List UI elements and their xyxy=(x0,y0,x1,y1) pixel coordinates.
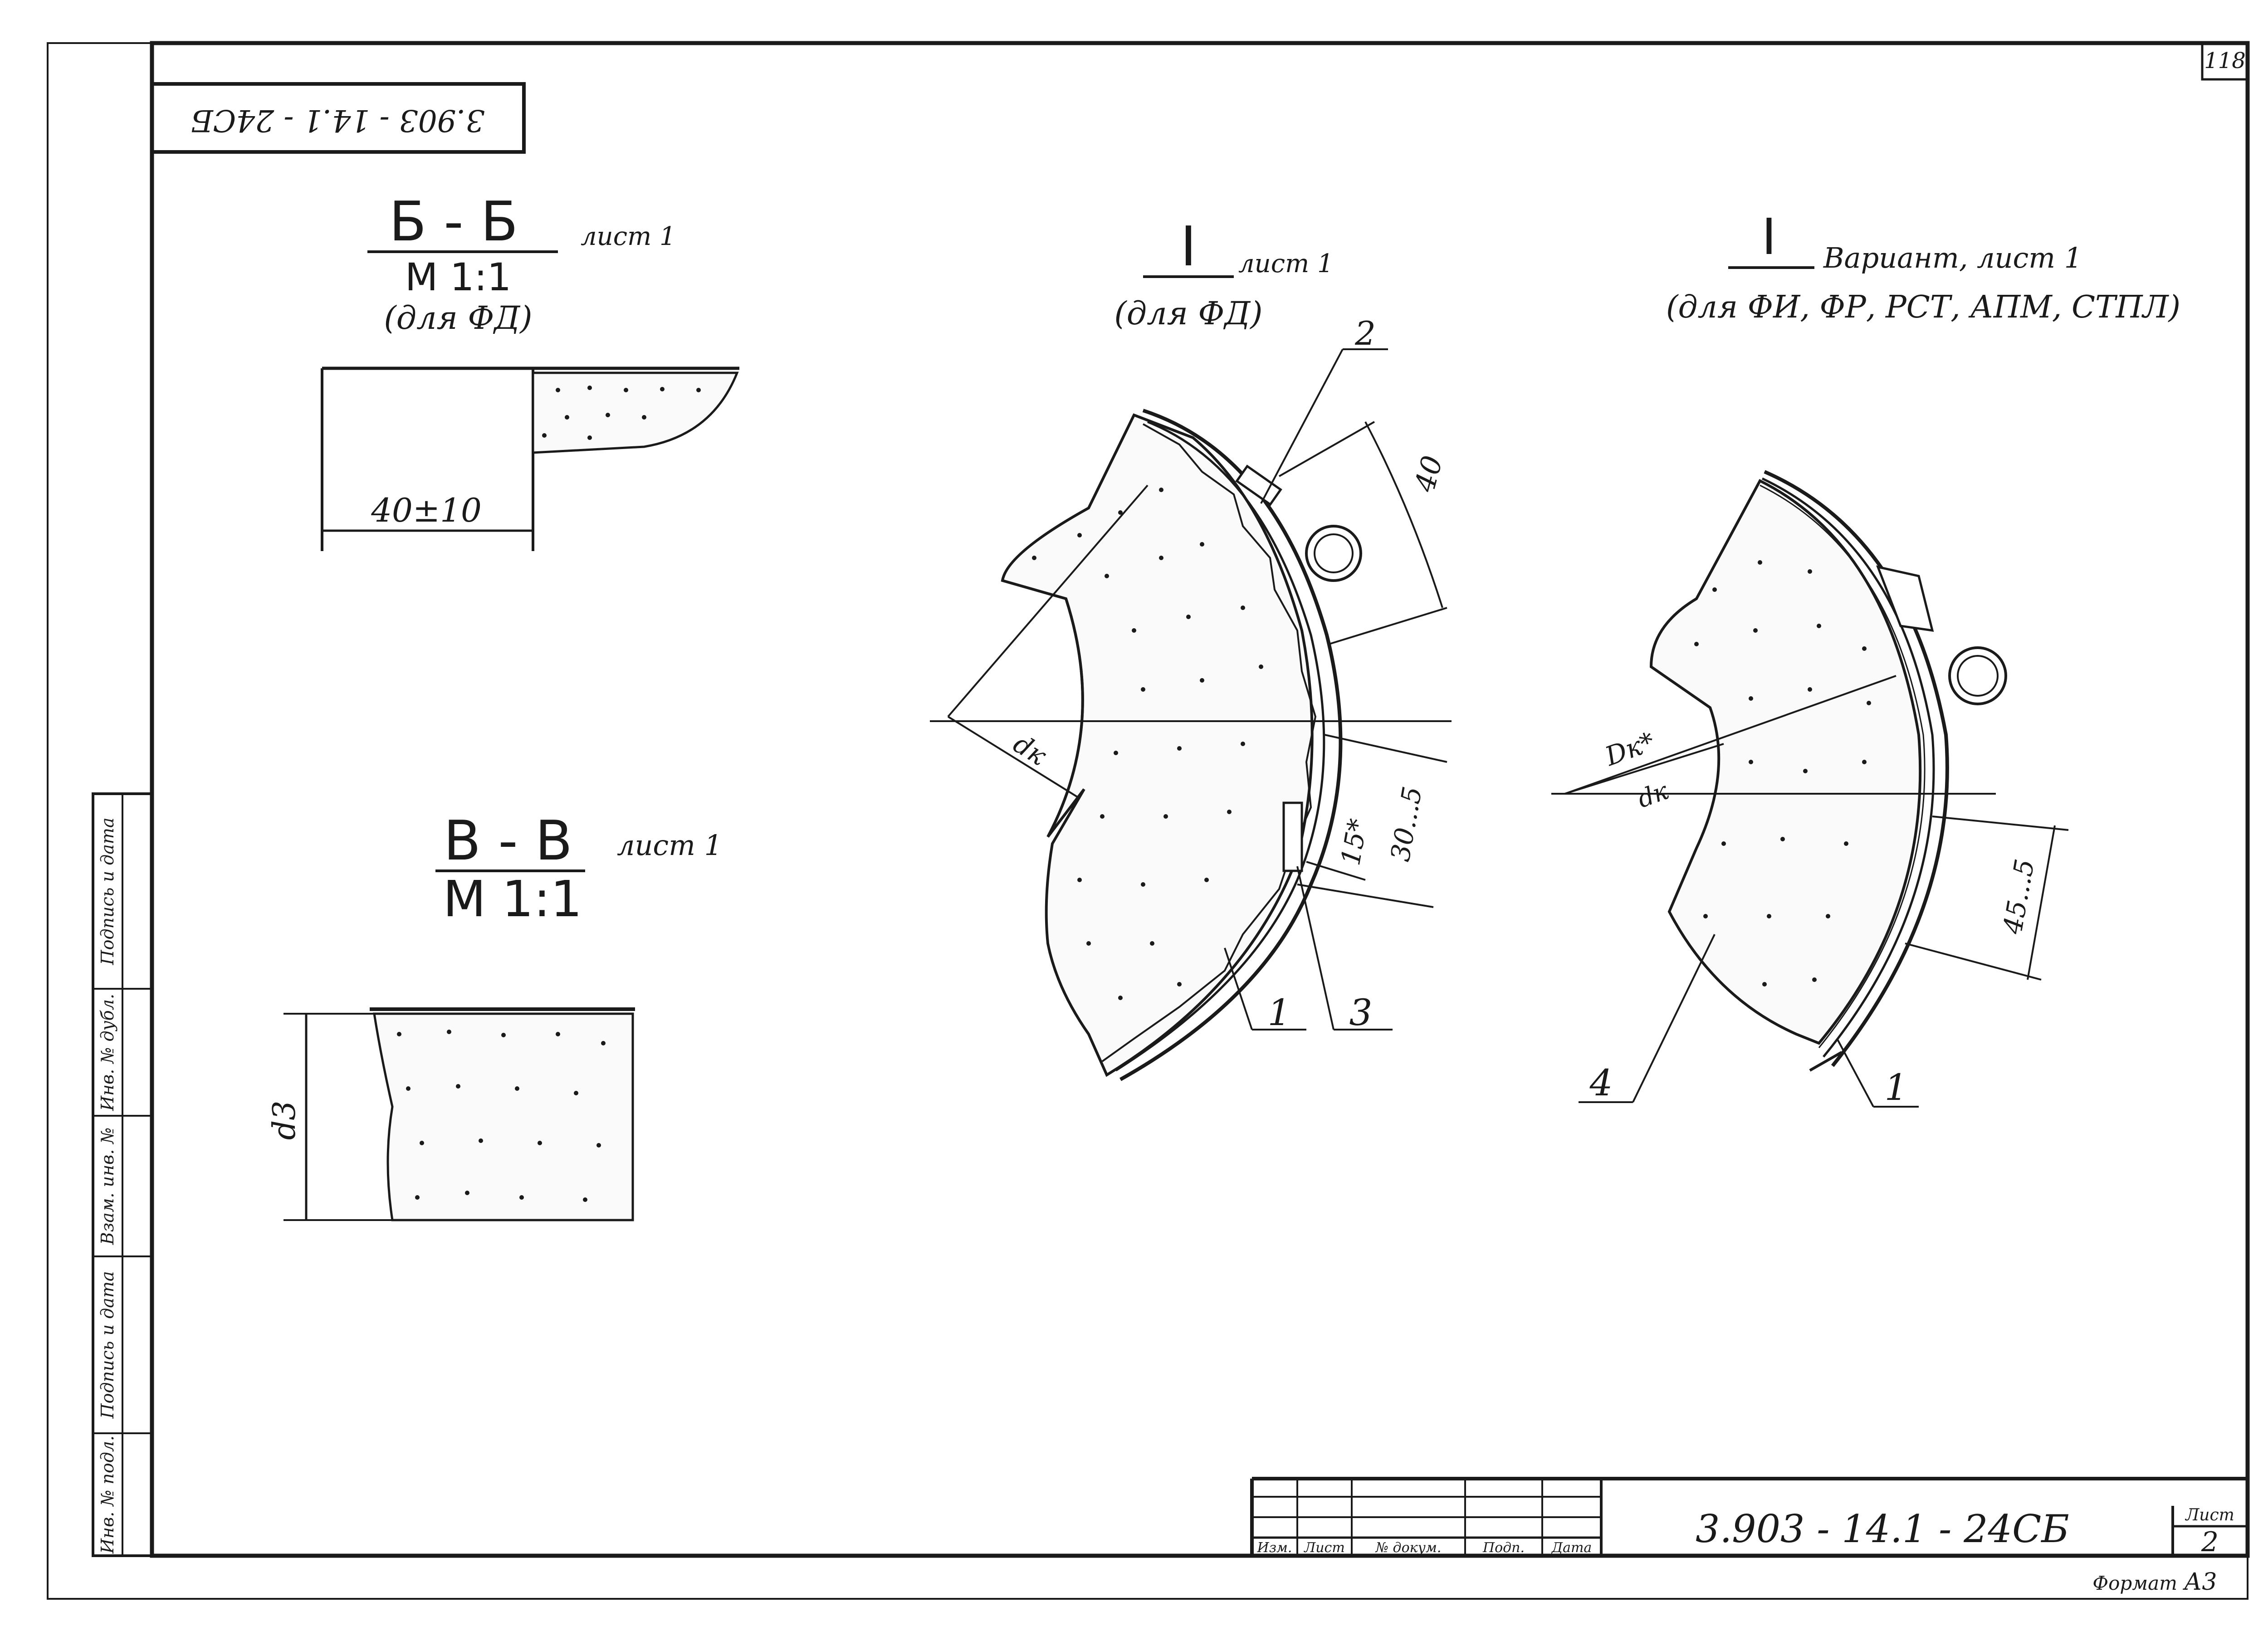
detail-i-fd: I лист 1 (для ФД) dк 40 xyxy=(930,215,1452,1081)
side-stamp-cell-1: Инв. № подл. xyxy=(98,1436,117,1554)
side-stamp-cell-5: Подпись и дата xyxy=(98,817,117,965)
corner-number-box xyxy=(2201,42,2249,81)
rotated-code-box xyxy=(150,82,526,154)
corner-number: 118 xyxy=(2204,48,2246,73)
fd-radial-upper xyxy=(947,484,1149,718)
fd-callout-3-leader xyxy=(1296,866,1334,1030)
var-callout-1-leader xyxy=(1836,1038,1874,1107)
title-block-header-sign: Подп. xyxy=(1482,1540,1525,1556)
fd-40-arc xyxy=(1364,421,1443,608)
fd-callout-2-leader xyxy=(1260,349,1344,504)
fd-ring-inner xyxy=(1314,533,1354,573)
section-bb: Б - Б М 1:1 лист 1 (для ФД) 40±10 xyxy=(321,190,739,551)
var-dim-Dk: Dк* xyxy=(1601,726,1659,772)
fd-insulation-dots xyxy=(1032,488,1263,1000)
section-vv-title: В - В xyxy=(444,810,572,873)
side-stamp-cell-4: Инв. № дубл. xyxy=(98,994,117,1111)
section-vv-sheet-ref: лист 1 xyxy=(617,829,722,862)
detail-i-fd-sheet-ref: лист 1 xyxy=(1238,249,1334,278)
title-block-header-izm: Изм. xyxy=(1257,1540,1292,1556)
var-radial-dk xyxy=(1564,743,1724,795)
fd-jacket-inner xyxy=(1115,420,1325,1072)
fd-strip xyxy=(1282,801,1303,872)
vv-dimension: d3 xyxy=(267,1101,303,1140)
format-label: Формат xyxy=(2092,1572,2177,1594)
detail-i-fd-note: (для ФД) xyxy=(1114,295,1262,332)
var-tail xyxy=(1809,1051,1843,1072)
var-45-ext-2 xyxy=(1905,943,2042,981)
section-bb-scale: М 1:1 xyxy=(405,255,511,299)
var-jacket-outer xyxy=(1764,470,1949,1067)
var-dim-45: 45...5 xyxy=(1997,857,2040,937)
detail-i-variant: I Вариант, лист 1 (для ФИ, ФР, РСТ, АПМ,… xyxy=(1551,208,2180,1109)
bb-insulation xyxy=(532,371,739,454)
var-callout-4-leader xyxy=(1632,934,1716,1103)
var-callout-4: 4 xyxy=(1589,1062,1613,1104)
title-block-header-list: Лист xyxy=(1303,1540,1345,1556)
format-value: А3 xyxy=(2182,1568,2217,1596)
fd-dim-15: 15* xyxy=(1335,816,1374,868)
side-stamp-cell-2: Подпись и дата xyxy=(98,1271,117,1419)
doc-code: 3.903 - 14.1 - 24СБ xyxy=(1696,1507,2069,1551)
vv-insulation-dots xyxy=(397,1030,606,1202)
var-radial-Dk xyxy=(1564,675,1897,795)
fd-dim-ext-3 xyxy=(1297,884,1434,908)
section-bb-sheet-ref: лист 1 xyxy=(581,222,676,251)
var-foil xyxy=(1760,484,1926,1048)
section-vv: В - В М 1:1 лист 1 d3 xyxy=(267,810,722,1221)
var-clamp xyxy=(1876,565,1934,632)
vv-insulation xyxy=(373,1012,634,1221)
fd-dim-dk: dк xyxy=(1008,728,1052,772)
bb-dimension: 40±10 xyxy=(371,491,482,529)
detail-i-fd-title: I xyxy=(1180,215,1196,278)
var-45-dim-line xyxy=(2027,825,2056,980)
fd-callout-2: 2 xyxy=(1354,314,1376,352)
fd-callout-1: 1 xyxy=(1268,991,1291,1034)
title-block-header-doc: № докум. xyxy=(1375,1540,1442,1556)
title-block: Изм. Лист № докум. Подп. Дата 3.903 - 14… xyxy=(1250,1477,2248,1558)
side-stamp: Инв. № подл. Подпись и дата Взам. инв. №… xyxy=(92,792,153,1557)
fd-dim-40: 40 xyxy=(1408,452,1449,496)
detail-i-variant-note: (для ФИ, ФР, РСТ, АПМ, СТПЛ) xyxy=(1666,289,2180,325)
var-callout-1: 1 xyxy=(1885,1066,1908,1109)
var-ring-inner xyxy=(1957,655,1999,697)
fd-foil-zigzag xyxy=(1101,423,1317,1062)
fd-callout-1-leader xyxy=(1224,947,1253,1030)
section-bb-title: Б - Б xyxy=(389,190,518,254)
fd-clamp xyxy=(1235,464,1282,506)
section-bb-note: (для ФД) xyxy=(384,299,532,337)
var-dim-dk: dк xyxy=(1634,776,1672,813)
detail-i-variant-title: I xyxy=(1762,208,1776,266)
detail-i-variant-subtitle: Вариант, лист 1 xyxy=(1823,241,2082,274)
rotated-code: 3.903 - 14.1 - 24СБ xyxy=(191,103,484,138)
title-block-header-date: Дата xyxy=(1551,1540,1592,1556)
bb-insulation-dots xyxy=(542,386,701,440)
var-jacket-inner xyxy=(1761,477,1935,1058)
fd-40-ext-2 xyxy=(1329,607,1447,645)
sheet-label: Лист xyxy=(2185,1506,2234,1524)
section-vv-scale: М 1:1 xyxy=(443,870,582,928)
side-stamp-cell-3: Взам. инв. № xyxy=(98,1128,117,1245)
var-insulation-dots xyxy=(1694,560,1871,987)
var-45-ext-1 xyxy=(1932,816,2069,831)
fd-dim-30: 30...5 xyxy=(1384,784,1428,864)
var-insulation-body xyxy=(1649,479,1922,1045)
fd-dim-ext-1 xyxy=(1324,734,1447,763)
fd-callout-3: 3 xyxy=(1349,991,1373,1034)
fd-radial-lower xyxy=(947,716,1080,799)
sheet-number: 2 xyxy=(2201,1526,2219,1558)
fd-40-ext-1 xyxy=(1279,421,1375,477)
fd-dim-ext-2 xyxy=(1306,861,1366,881)
